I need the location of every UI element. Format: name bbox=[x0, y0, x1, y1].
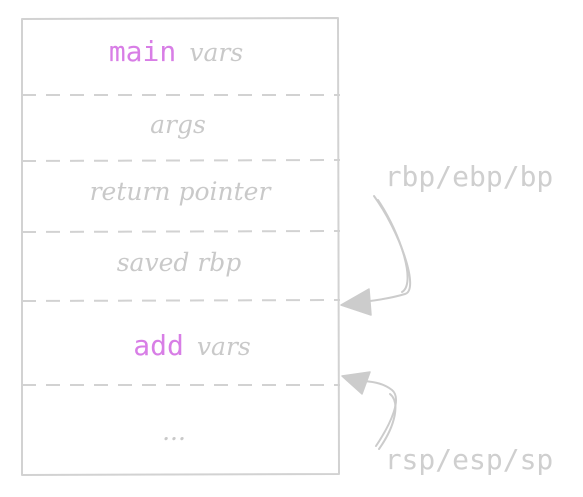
stack-pointer-label: rsp/esp/sp bbox=[385, 443, 554, 476]
ellipsis-label: ... bbox=[162, 417, 186, 446]
stack-pointer-arrowhead bbox=[341, 371, 371, 395]
base-pointer-arrowhead bbox=[340, 288, 372, 316]
main-keyword: main bbox=[109, 35, 176, 68]
divider-saved-add bbox=[21, 299, 341, 302]
saved-rbp-label: saved rbp bbox=[117, 248, 242, 277]
add-keyword: add bbox=[133, 329, 184, 362]
stack-frame bbox=[21, 17, 340, 476]
args-label: args bbox=[150, 110, 206, 139]
divider-args-return bbox=[21, 159, 341, 162]
add-vars-label: add vars bbox=[133, 329, 250, 362]
stack-pointer-arrow bbox=[341, 371, 397, 450]
add-vars-suffix: vars bbox=[197, 332, 251, 361]
base-pointer-label: rbp/ebp/bp bbox=[385, 160, 554, 193]
return-pointer-label: return pointer bbox=[90, 177, 273, 206]
main-vars-suffix: vars bbox=[189, 38, 243, 67]
divider-return-saved bbox=[21, 230, 341, 233]
main-vars-label: main vars bbox=[109, 35, 243, 68]
base-pointer-arrow bbox=[340, 195, 412, 316]
